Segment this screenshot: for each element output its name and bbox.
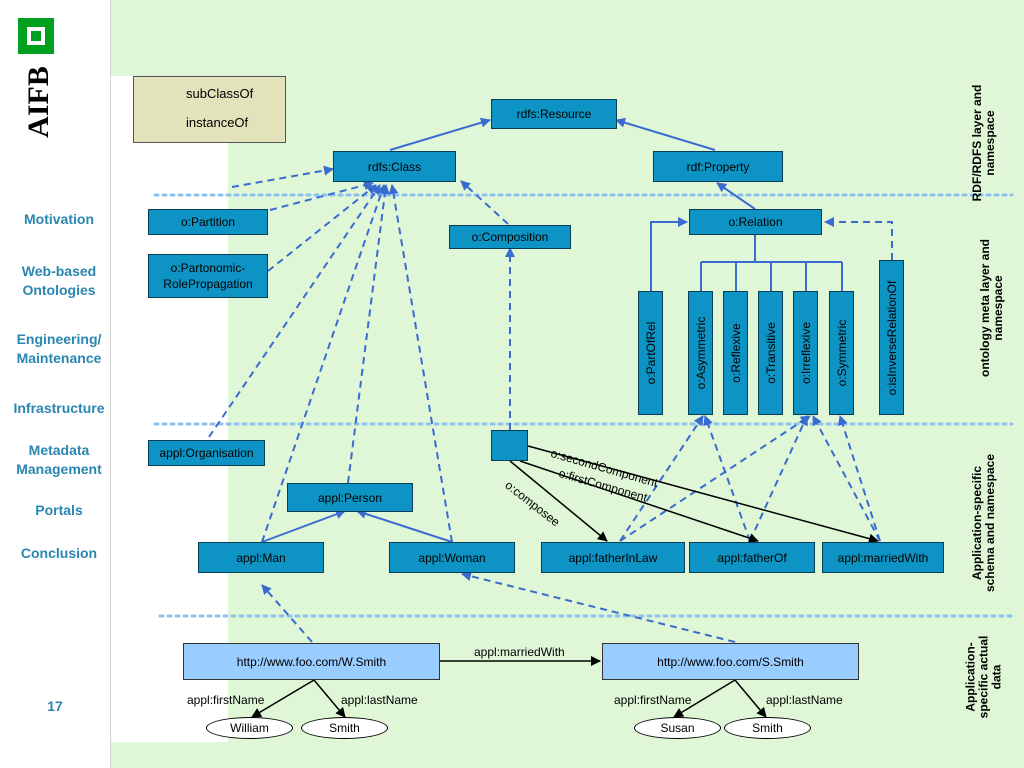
node-appl-fatherof[interactable]: appl:fatherOf <box>689 542 815 573</box>
node-appl-marriedwith[interactable]: appl:marriedWith <box>822 542 944 573</box>
node-rdfs-class[interactable]: rdfs:Class <box>333 151 456 182</box>
node-appl-person[interactable]: appl:Person <box>287 483 413 512</box>
node-o-partofrel-label: o:PartOfRel <box>643 321 658 385</box>
node-o-transitive-label: o:Transitive <box>763 322 778 384</box>
legend-subclassof: subClassOf <box>186 86 254 101</box>
node-appl-organisation[interactable]: appl:Organisation <box>148 440 265 466</box>
node-rdfs-resource[interactable]: rdfs:Resource <box>491 99 617 129</box>
node-o-asymmetric[interactable]: o:Asymmetric <box>688 291 713 415</box>
edge-label-first-name-1: appl:firstName <box>187 693 265 707</box>
node-rdf-property[interactable]: rdf:Property <box>653 151 783 182</box>
node-literal-susan[interactable]: Susan <box>634 717 721 739</box>
legend-instanceof: instanceOf <box>186 115 249 130</box>
node-composition-instance[interactable] <box>491 430 528 461</box>
nav-metadata-management[interactable]: Metadata Management <box>16 442 102 477</box>
node-o-reflexive-label: o:Reflexive <box>728 323 743 383</box>
edge-label-last-name-1: appl:lastName <box>341 693 418 707</box>
node-o-relation[interactable]: o:Relation <box>689 209 822 235</box>
layer-label-schema: Application-specific schema and namespac… <box>970 453 997 593</box>
nav-portals[interactable]: Portals <box>35 502 83 518</box>
node-o-irreflexive-label: o:Irreflexive <box>798 321 813 385</box>
sidebar-divider <box>110 0 111 768</box>
edge-label-first-name-2: appl:firstName <box>614 693 692 707</box>
nav-infrastructure[interactable]: Infrastructure <box>13 400 105 416</box>
node-appl-woman[interactable]: appl:Woman <box>389 542 515 573</box>
node-o-symmetric-label: o:Symmetric <box>834 319 849 387</box>
aifb-logo-icon <box>18 18 54 54</box>
node-o-asymmetric-label: o:Asymmetric <box>693 316 708 390</box>
nav-motivation[interactable]: Motivation <box>24 211 94 227</box>
node-o-partonomic-role-propagation[interactable]: o:Partonomic- RolePropagation <box>148 254 268 298</box>
layer-label-ontology: ontology meta layer and namespace <box>978 238 1005 378</box>
node-o-transitive[interactable]: o:Transitive <box>758 291 783 415</box>
node-literal-smith-1[interactable]: Smith <box>301 717 388 739</box>
layer-label-data: Application- specific actual data <box>963 635 1004 719</box>
node-url-w-smith[interactable]: http://www.foo.com/W.Smith <box>183 643 440 680</box>
node-appl-fatherinlaw[interactable]: appl:fatherInLaw <box>541 542 685 573</box>
node-literal-william[interactable]: William <box>206 717 293 739</box>
background-panel-top <box>111 0 1024 76</box>
node-o-symmetric[interactable]: o:Symmetric <box>829 291 854 415</box>
node-o-partofrel[interactable]: o:PartOfRel <box>638 291 663 415</box>
node-o-irreflexive[interactable]: o:Irreflexive <box>793 291 818 415</box>
background-panel-bottom <box>111 742 1024 768</box>
node-appl-man[interactable]: appl:Man <box>198 542 324 573</box>
nav-engineering-maintenance[interactable]: Engineering/ Maintenance <box>16 331 102 366</box>
edge-label-last-name-2: appl:lastName <box>766 693 843 707</box>
layer-label-rdf: RDF/RDFS layer and namespace <box>970 84 997 202</box>
nav-conclusion[interactable]: Conclusion <box>20 545 98 561</box>
node-url-s-smith[interactable]: http://www.foo.com/S.Smith <box>602 643 859 680</box>
legend: subClassOf instanceOf <box>133 76 286 143</box>
sidebar <box>0 0 110 768</box>
node-o-isinverserelationof-label: o:isInverseRelationOf <box>884 280 899 395</box>
nav-web-based-ontologies[interactable]: Web-based Ontologies <box>21 263 97 298</box>
page-number: 17 <box>47 698 63 714</box>
node-o-partition[interactable]: o:Partition <box>148 209 268 235</box>
edge-label-married-with: appl:marriedWith <box>474 645 565 659</box>
node-literal-smith-2[interactable]: Smith <box>724 717 811 739</box>
node-o-reflexive[interactable]: o:Reflexive <box>723 291 748 415</box>
node-o-isinverserelationof[interactable]: o:isInverseRelationOf <box>879 260 904 415</box>
node-o-composition[interactable]: o:Composition <box>449 225 571 249</box>
